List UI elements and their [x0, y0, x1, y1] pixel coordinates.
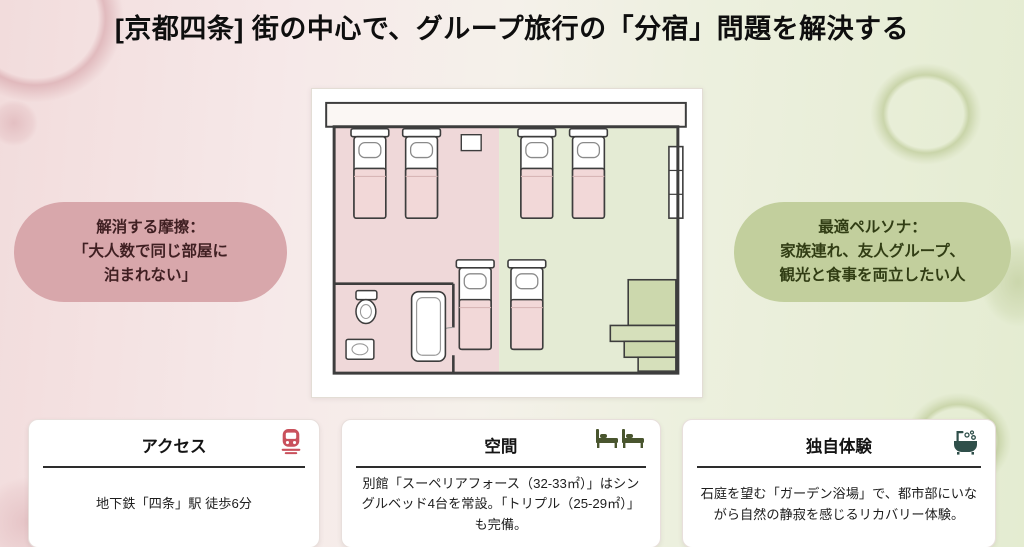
card-experience-header: 独自体験	[696, 428, 981, 468]
friction-bubble-line: 泊まれない」	[103, 267, 197, 284]
double-beds-icon	[595, 428, 644, 450]
persona-bubble-line: 最適ペルソナ：	[818, 218, 927, 236]
floor-plan-illustration	[325, 101, 687, 375]
watercolor-blob-left	[0, 92, 46, 154]
card-experience-heading: 独自体験	[805, 438, 872, 456]
friction-bubble-line: 「大人数で同じ部屋に	[72, 242, 228, 260]
friction-bubble-line: 解消する摩擦：	[96, 218, 205, 236]
card-experience-body: 石庭を望む「ガーデン浴場」で、都市部にいながら自然の静寂を感じるリカバリー体験。	[700, 486, 978, 522]
card-access: アクセス 地下鉄「四条」駅 徒歩6分	[28, 419, 320, 547]
info-cards-row: アクセス 地下鉄「四条」駅 徒歩6分 空間	[28, 419, 996, 547]
persona-bubble: 最適ペルソナ： 家族連れ、友人グループ、 観光と食事を両立したい人	[734, 202, 1011, 302]
card-space-heading: 空間	[484, 438, 518, 456]
persona-bubble-line: 観光と食事を両立したい人	[779, 267, 966, 284]
bathtub-icon	[952, 428, 979, 455]
card-space-body: 別館「スーペリアフォース（32-33㎡）」はシングルベッド4台を常設。「トリプル…	[361, 476, 641, 532]
watercolor-blob-top-right	[858, 52, 994, 176]
card-space: 空間	[340, 419, 661, 547]
page-title: [京都四条] 街の中心で、グループ旅行の「分宿」問題を解決する	[114, 14, 910, 44]
card-access-header: アクセス	[43, 428, 305, 468]
train-icon	[279, 428, 303, 455]
persona-bubble-line: 家族連れ、友人グループ、	[780, 242, 965, 260]
friction-bubble: 解消する摩擦： 「大人数で同じ部屋に 泊まれない」	[14, 202, 287, 302]
card-access-body: 地下鉄「四条」駅 徒歩6分	[95, 496, 252, 512]
card-space-header: 空間	[355, 428, 646, 468]
card-experience: 独自体験 石庭を望む「ガーデン浴場」で、都市部にいながら自然の静寂を感じるリカバ…	[681, 419, 996, 547]
floor-plan-panel	[311, 88, 703, 398]
card-access-heading: アクセス	[141, 438, 207, 456]
